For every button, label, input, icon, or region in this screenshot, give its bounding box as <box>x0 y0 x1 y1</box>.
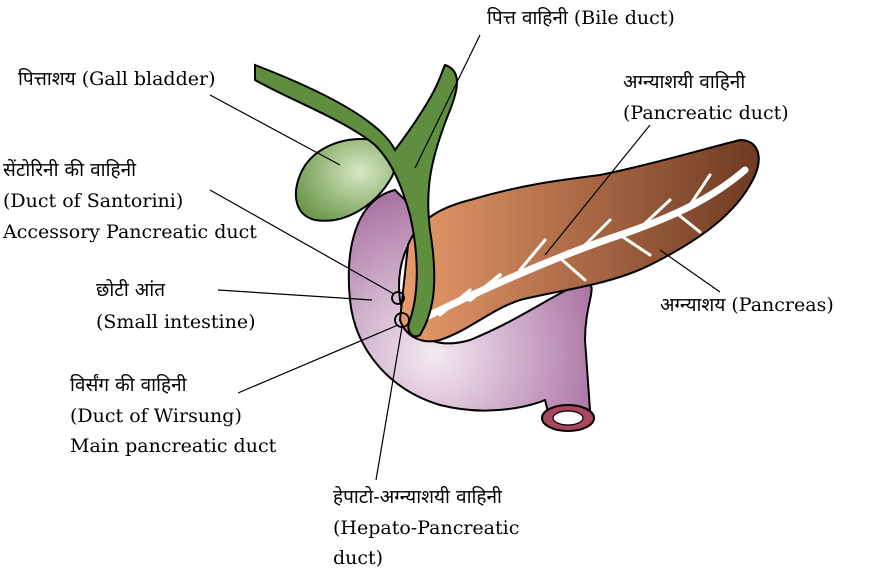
label-gall-bladder: पित्ताशय (Gall bladder) <box>18 68 216 90</box>
gall-bladder <box>294 138 396 222</box>
label-santorini-alt: Accessory Pancreatic duct <box>3 221 257 243</box>
leader-lines <box>209 34 721 481</box>
leader-santorini <box>209 189 395 295</box>
label-wirsung-en: (Duct of Wirsung) <box>70 405 242 427</box>
leader-small-intestine <box>217 289 373 301</box>
santorini-opening <box>391 291 405 305</box>
leader-pancreas <box>659 249 721 293</box>
pancreatic-duct <box>416 166 749 324</box>
label-hepato-en2: duct) <box>333 547 384 569</box>
label-santorini-en: (Duct of Santorini) <box>3 190 184 212</box>
label-pancreatic-duct-hi: अग्न्याशयी वाहिनी <box>623 71 746 93</box>
leader-hepato <box>375 326 403 481</box>
bile-duct <box>254 63 458 338</box>
label-hepato-hi: हेपाटो-अग्न्याशयी वाहिनी <box>333 486 502 508</box>
label-pancreas: अग्न्याशय (Pancreas) <box>660 294 834 316</box>
label-small-intestine-en: (Small intestine) <box>96 311 256 333</box>
leader-wirsung <box>237 324 399 394</box>
intestine-lumen <box>552 410 584 426</box>
label-small-intestine-hi: छोटी आंत <box>96 279 166 301</box>
leader-bile-duct <box>414 34 481 169</box>
label-bile-duct: पित्त वाहिनी (Bile duct) <box>487 7 675 29</box>
label-wirsung-alt: Main pancreatic duct <box>70 435 277 457</box>
leader-pancreatic-duct <box>544 124 651 256</box>
label-hepato-en: (Hepato-Pancreatic <box>333 517 520 539</box>
label-pancreatic-duct-en: (Pancreatic duct) <box>623 102 789 124</box>
label-santorini-hi: सेंटोरिनी की वाहिनी <box>3 159 137 181</box>
leader-gall-bladder <box>209 94 341 166</box>
label-wirsung-hi: विर्संग की वाहिनी <box>70 374 187 396</box>
pancreas <box>398 138 760 343</box>
